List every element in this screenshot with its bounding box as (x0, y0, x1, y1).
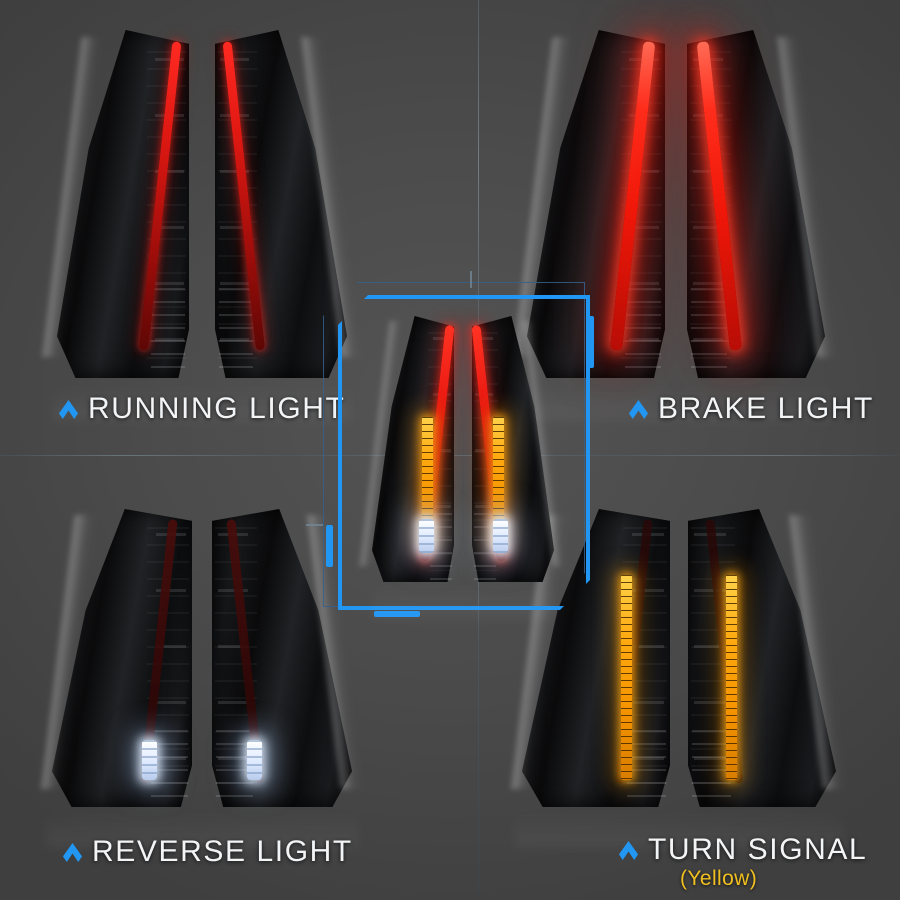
frame-tick-top (470, 271, 472, 288)
frame-outline-primary (338, 295, 590, 610)
frame-tick-left (306, 524, 323, 526)
tail-lamp-right (215, 30, 362, 378)
chevron-up-icon (628, 399, 649, 419)
lamp-pair-reverse (40, 507, 364, 847)
caption-brake-light: BRAKE LIGHT (628, 392, 874, 426)
white-reverse-led (418, 518, 434, 553)
panel-running-light[interactable]: RUNNING LIGHT (0, 0, 478, 455)
lamp-lower-block (430, 512, 452, 582)
white-reverse-led (247, 740, 262, 781)
tail-lamp-right (687, 30, 840, 378)
panel-brake-light[interactable]: BRAKE LIGHT (478, 0, 900, 455)
lamp-lower-block (474, 512, 496, 582)
amber-led-strip (493, 417, 505, 545)
tail-lamp-right (688, 509, 847, 807)
lamp-lower-block (627, 729, 666, 807)
lamp-lower-block (216, 729, 253, 807)
white-reverse-led (142, 740, 157, 781)
frame-accent-tab-right (587, 316, 594, 368)
mode-label: BRAKE LIGHT (658, 392, 874, 425)
caption-running-light: RUNNING LIGHT (58, 392, 345, 426)
white-reverse-led (492, 518, 508, 553)
lamp-pair-running (42, 28, 362, 420)
chevron-up-icon (58, 399, 79, 419)
frame-accent-tab-left (326, 525, 333, 567)
tail-lamp-left (42, 30, 189, 378)
mode-label: TURN SIGNAL (648, 833, 868, 866)
amber-led-strip (620, 574, 632, 781)
tail-lamp-left (360, 316, 455, 582)
tail-lamp-left (40, 509, 192, 807)
center-showcase-frame[interactable] (306, 271, 594, 618)
amber-led-strip (726, 574, 738, 781)
lamp-pair-all-modes (360, 314, 566, 618)
chevron-up-icon (62, 842, 83, 862)
lamp-lower-block (151, 729, 188, 807)
tail-lamp-right (471, 316, 566, 582)
lamp-lower-block (218, 287, 254, 378)
lamp-lower-block (692, 729, 731, 807)
turn-signal-color-note: (Yellow) (680, 867, 758, 890)
lamp-pair-brake (512, 28, 840, 420)
chevron-up-icon (618, 840, 639, 860)
lamp-lower-block (625, 287, 661, 378)
amber-led-strip (421, 417, 433, 545)
mode-label: REVERSE LIGHT (92, 835, 353, 868)
tail-lamp-left (512, 30, 665, 378)
caption-turn-signal: TURN SIGNAL (618, 833, 867, 867)
caption-reverse-light: REVERSE LIGHT (62, 835, 353, 869)
lamp-lower-block (150, 287, 186, 378)
lamp-lower-block (691, 287, 727, 378)
frame-accent-tab-bottom (374, 611, 420, 617)
mode-label: RUNNING LIGHT (88, 392, 346, 425)
